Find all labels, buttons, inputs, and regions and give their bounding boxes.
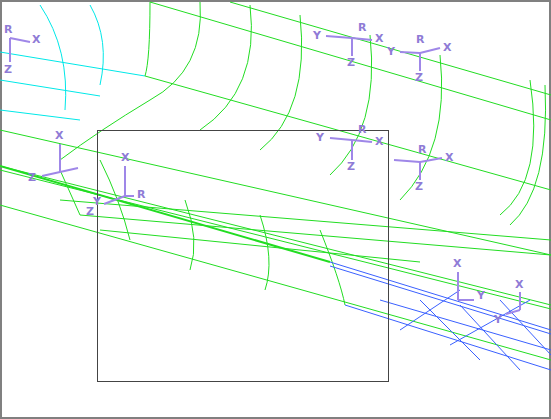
axis-label: Z bbox=[415, 72, 423, 84]
axis-label: Z bbox=[347, 57, 355, 69]
axis-label: X bbox=[55, 130, 63, 142]
axis-label: X bbox=[443, 42, 451, 54]
axis-label: Y bbox=[477, 290, 485, 302]
axis-label: X bbox=[445, 152, 453, 164]
axis-label: R bbox=[358, 124, 366, 136]
axis-label: R bbox=[418, 144, 426, 156]
axis-label: X bbox=[121, 152, 129, 164]
axis-label: X bbox=[375, 136, 383, 148]
axis-label: Y bbox=[313, 30, 321, 42]
axis-label: Z bbox=[415, 181, 423, 193]
axis-label: X bbox=[32, 34, 40, 46]
axis-label: X bbox=[515, 279, 523, 291]
axis-label: Y bbox=[93, 196, 101, 208]
axis-label: R bbox=[416, 34, 424, 46]
axis-label: Z bbox=[347, 161, 355, 173]
axis-label: X bbox=[453, 258, 461, 270]
axis-label: X bbox=[375, 33, 383, 45]
axis-label: R bbox=[137, 189, 145, 201]
axis-label: Y bbox=[387, 46, 395, 58]
axis-label: Y bbox=[494, 314, 502, 326]
axis-label: R bbox=[358, 22, 366, 34]
axis-label: Y bbox=[316, 132, 324, 144]
axis-label: Z bbox=[86, 206, 94, 218]
axis-label: Z bbox=[28, 172, 36, 184]
axis-label: Z bbox=[4, 64, 12, 76]
axis-label: R bbox=[4, 24, 12, 36]
